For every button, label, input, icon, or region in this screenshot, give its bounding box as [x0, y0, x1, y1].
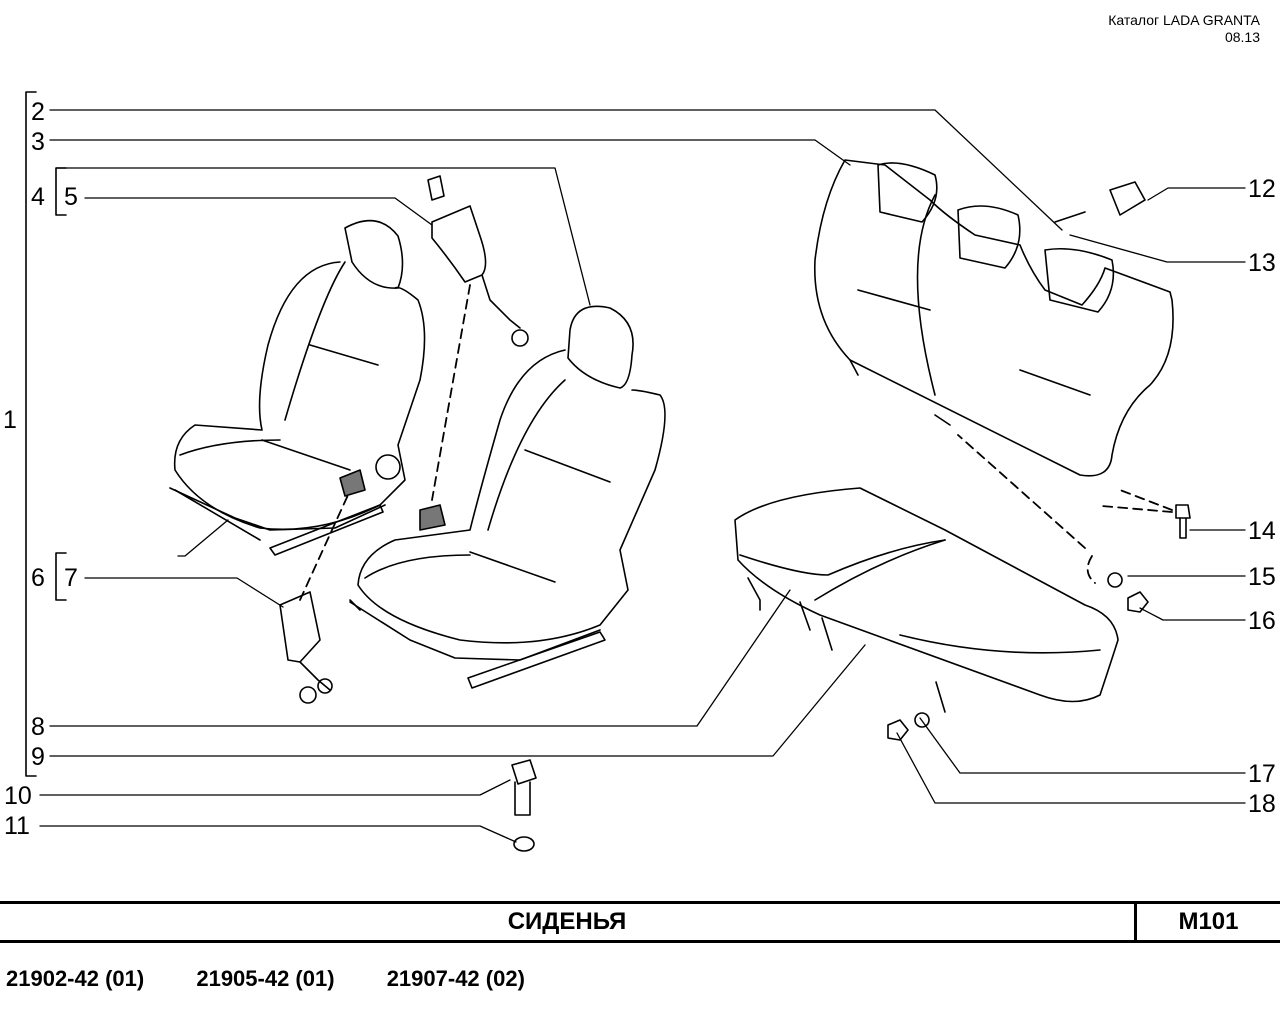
callout-14: 14 [1248, 517, 1276, 545]
callout-17: 17 [1248, 760, 1276, 788]
title-bar: СИДЕНЬЯ M101 [0, 901, 1280, 943]
assembly-guides [299, 284, 1173, 601]
callout-12: 12 [1248, 175, 1276, 203]
callout-5: 5 [64, 183, 78, 211]
callout-11: 11 [4, 812, 30, 840]
rear-seat-back [813, 159, 1174, 477]
leader-lines [39, 109, 1246, 843]
hook-bracket [1109, 181, 1146, 216]
callout-2: 2 [31, 98, 45, 126]
screw [1054, 211, 1086, 223]
callout-15: 15 [1248, 563, 1276, 591]
front-seat-right [349, 305, 666, 689]
seat-belt-buckle-lower [279, 591, 333, 704]
callout-18: 18 [1248, 790, 1276, 818]
rear-seat-cushion [734, 487, 1119, 713]
callout-16: 16 [1248, 607, 1276, 635]
seat-belt-buckle-upper [427, 175, 529, 347]
bracket-6 [55, 552, 67, 601]
washer-11 [513, 836, 535, 852]
callout-1: 1 [3, 406, 17, 434]
model-code: 21907-42 (02) [386, 966, 525, 991]
callout-6: 6 [31, 564, 45, 592]
bolt-14 [1175, 504, 1191, 539]
catalog-date: 08.13 [1224, 29, 1260, 45]
callout-8: 8 [31, 713, 45, 741]
callout-13: 13 [1248, 249, 1276, 277]
front-seat-left [169, 219, 426, 556]
washer-15 [1107, 572, 1123, 588]
model-code: 21905-42 (01) [196, 966, 335, 991]
model-code: 21902-42 (01) [6, 966, 145, 991]
nut-18 [887, 719, 909, 741]
catalog-name: Каталог LADA GRANTA [1108, 12, 1260, 28]
bracket-1 [25, 91, 37, 777]
seats-exploded-diagram: 1 2 3 4 5 6 7 8 9 10 11 12 13 14 15 16 1… [3, 91, 1276, 852]
callout-9: 9 [31, 743, 45, 771]
callout-7: 7 [64, 564, 78, 592]
model-list: 21902-42 (01) 21905-42 (01) 21907-42 (02… [6, 966, 571, 992]
title-divider [1134, 904, 1137, 940]
nut-16 [1127, 591, 1149, 613]
page-code: M101 [1178, 908, 1239, 935]
catalog-header: Каталог LADA GRANTA 08.13 [1108, 12, 1260, 46]
page-title: СИДЕНЬЯ [507, 908, 627, 935]
bolt-10 [511, 759, 537, 816]
callout-3: 3 [31, 128, 45, 156]
callout-10: 10 [4, 782, 32, 810]
washer-17 [914, 712, 930, 728]
callout-4: 4 [31, 183, 45, 211]
